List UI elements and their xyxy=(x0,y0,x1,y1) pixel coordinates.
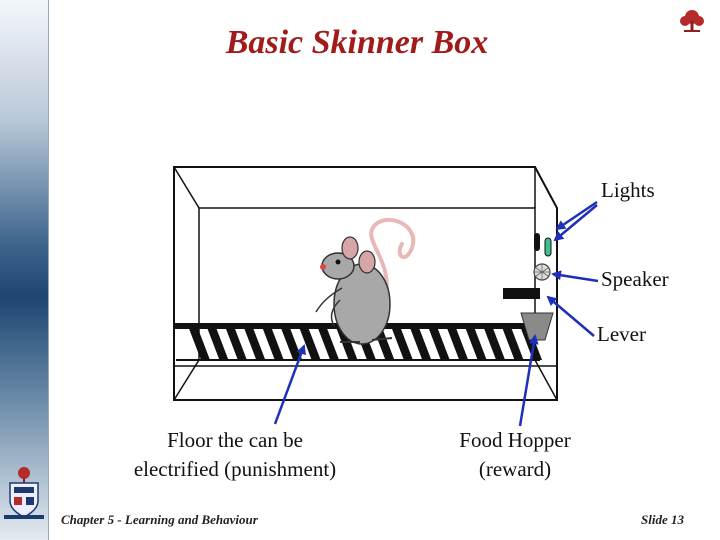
slide-title: Basic Skinner Box xyxy=(225,24,489,61)
arrow-to-lever xyxy=(546,295,595,337)
rat-illustration xyxy=(315,218,416,345)
maple-tree-logo-icon xyxy=(680,10,704,32)
floor-grid-bar xyxy=(464,326,487,360)
floor-grid-bar xyxy=(483,326,506,360)
label-food-hopper: Food Hopper (reward) xyxy=(440,426,590,484)
floor-grid-bar xyxy=(188,326,210,360)
speaker-icon xyxy=(533,263,551,281)
floor-grid-bar xyxy=(280,326,303,360)
arrow-to-floor xyxy=(273,344,306,425)
label-lever: Lever xyxy=(597,322,646,346)
floor-grid-bar xyxy=(261,326,284,360)
footer-chapter: Chapter 5 - Learning and Behaviour xyxy=(61,512,258,527)
label-lights: Lights xyxy=(601,178,655,202)
lever-icon xyxy=(503,288,540,299)
label-floor-line2: electrified (punishment) xyxy=(133,457,337,481)
floor-grid-bar xyxy=(390,326,413,360)
light-green-icon xyxy=(544,237,552,257)
slide-sidebar-gradient xyxy=(0,0,49,540)
label-food-hopper-line2: (reward) xyxy=(478,457,552,481)
label-food-hopper-line1: Food Hopper xyxy=(459,428,571,452)
floor-grid-bar xyxy=(501,326,524,360)
university-crest-icon xyxy=(4,467,44,519)
arrow-to-light-green xyxy=(553,204,598,242)
label-floor-line1: Floor the can be xyxy=(167,428,303,452)
arrow-to-speaker xyxy=(551,270,599,283)
arrow-to-food-hopper xyxy=(518,334,539,427)
light-black-icon xyxy=(534,233,540,251)
floor-grid-bar xyxy=(206,326,229,360)
food-hopper-icon xyxy=(520,312,554,341)
label-speaker: Speaker xyxy=(601,267,669,291)
floor-grid-bar xyxy=(224,326,247,360)
floor-grid-bar xyxy=(427,326,450,360)
arrow-to-light-black xyxy=(555,200,598,231)
floor-grid-bar xyxy=(243,326,266,360)
label-arrows xyxy=(273,200,599,427)
label-floor: Floor the can be electrified (punishment… xyxy=(110,426,360,484)
floor-grid-bar xyxy=(317,326,340,360)
floor-grid-bar xyxy=(409,326,432,360)
footer-slide-number: Slide 13 xyxy=(641,512,684,527)
floor-grid-bar xyxy=(298,326,321,360)
floor-grid-bar xyxy=(446,326,469,360)
